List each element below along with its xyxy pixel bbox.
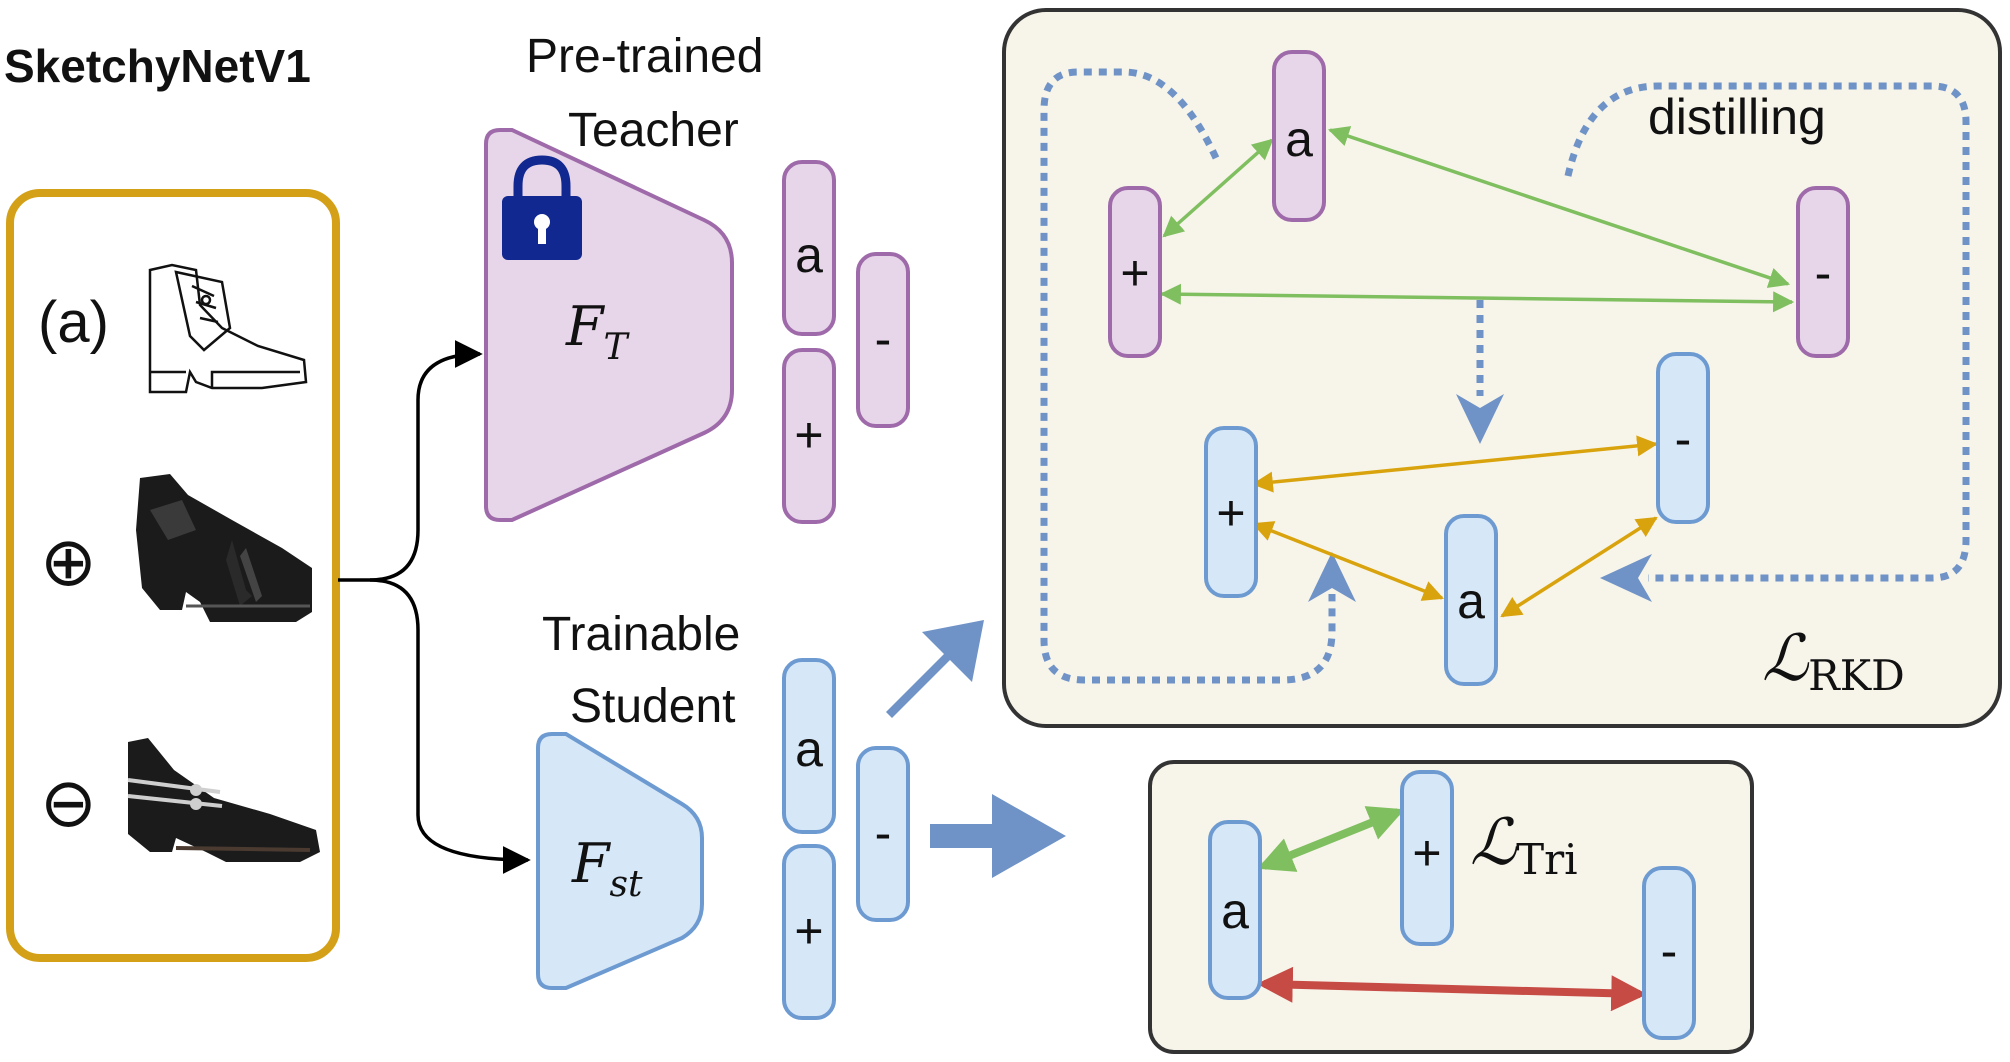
arrow-to-teacher bbox=[369, 340, 483, 582]
svg-text:-: - bbox=[875, 311, 892, 367]
negative-label: ⊖ bbox=[40, 765, 97, 841]
student-positive-embedding: + bbox=[782, 844, 836, 1020]
diagram-title: SketchyNetV1 bbox=[4, 40, 311, 92]
teacher-caption-line2: Teacher bbox=[568, 104, 739, 157]
teacher-anchor-embedding: a bbox=[782, 160, 836, 336]
distill-arrowhead-down bbox=[1456, 394, 1504, 444]
svg-text:a: a bbox=[795, 721, 823, 777]
rkd-loss-symbol: ℒRKD bbox=[1762, 622, 1905, 700]
positive-shoe-image bbox=[136, 474, 312, 622]
teacher-symbol: FT bbox=[565, 295, 630, 368]
svg-text:a: a bbox=[795, 227, 823, 283]
distill-dotted-paths bbox=[1040, 68, 1970, 684]
triplet-positive-arrow bbox=[1257, 806, 1405, 872]
svg-text:+: + bbox=[1216, 485, 1245, 541]
svg-text:+: + bbox=[1120, 245, 1149, 301]
arrow-to-rkd-panel bbox=[886, 620, 984, 718]
teacher-relation-arrows bbox=[1159, 126, 1795, 313]
lock-icon bbox=[502, 155, 582, 260]
distilling-label: distilling bbox=[1648, 89, 1826, 145]
rkd-teacher-negative: - bbox=[1796, 186, 1850, 358]
positive-label: ⊕ bbox=[40, 524, 97, 600]
rkd-student-positive: + bbox=[1204, 426, 1258, 598]
svg-text:+: + bbox=[1412, 825, 1441, 881]
svg-text:a: a bbox=[1457, 573, 1485, 629]
rkd-teacher-positive: + bbox=[1108, 186, 1162, 358]
svg-text:-: - bbox=[875, 805, 892, 861]
rkd-panel bbox=[1002, 8, 2002, 728]
negative-shoe-image bbox=[127, 738, 320, 862]
svg-text:+: + bbox=[794, 407, 823, 463]
triplet-loss-symbol: ℒTri bbox=[1470, 806, 1578, 884]
student-encoder bbox=[536, 732, 704, 990]
svg-text:-: - bbox=[1815, 245, 1832, 301]
svg-text:a: a bbox=[1221, 883, 1249, 939]
student-negative-embedding: - bbox=[856, 746, 910, 922]
teacher-caption-line1: Pre-trained bbox=[526, 30, 763, 83]
svg-text:-: - bbox=[1661, 923, 1678, 979]
triplet-positive: + bbox=[1400, 770, 1454, 946]
sketch-label: (a) bbox=[38, 290, 109, 355]
teacher-negative-embedding: - bbox=[856, 252, 910, 428]
svg-text:-: - bbox=[1675, 411, 1692, 467]
student-caption-line1: Trainable bbox=[542, 608, 740, 661]
svg-text:a: a bbox=[1285, 111, 1313, 167]
rkd-student-negative: - bbox=[1656, 352, 1710, 524]
teacher-positive-embedding: + bbox=[782, 348, 836, 524]
student-symbol: Fst bbox=[571, 832, 643, 905]
rkd-teacher-anchor: a bbox=[1272, 50, 1326, 222]
student-relation-arrows bbox=[1251, 435, 1659, 618]
teacher-encoder bbox=[484, 128, 734, 522]
sketch-shoe-image bbox=[148, 263, 308, 394]
arrow-to-student bbox=[369, 578, 531, 874]
triplet-negative-arrow bbox=[1256, 966, 1648, 1012]
svg-text:+: + bbox=[794, 903, 823, 959]
student-caption-line2: Student bbox=[570, 680, 735, 733]
arrow-to-tri-panel bbox=[930, 794, 1066, 878]
student-anchor-embedding: a bbox=[782, 658, 836, 834]
triplet-negative: - bbox=[1642, 866, 1696, 1040]
triplet-anchor: a bbox=[1208, 820, 1262, 1000]
rkd-student-anchor: a bbox=[1444, 514, 1498, 686]
